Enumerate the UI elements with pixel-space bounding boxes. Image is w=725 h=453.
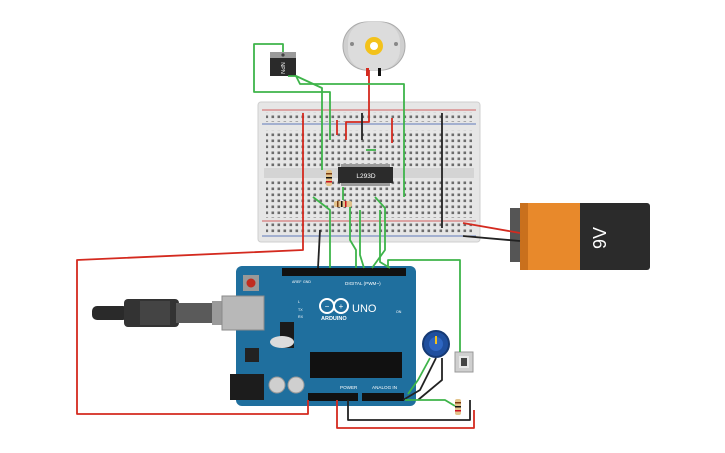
svg-text:+: +: [339, 302, 344, 311]
resistor-2: [334, 201, 352, 207]
digital-header-label: DIGITAL (PWM~): [345, 281, 381, 286]
analog-header-label: ANALOG IN: [372, 385, 397, 390]
resistor-1: [326, 170, 332, 186]
dc-motor: [342, 21, 406, 76]
usb-cable: [92, 299, 238, 327]
aref-label: AREF: [292, 280, 302, 284]
resistor-3: [455, 399, 461, 415]
on-label: ON: [396, 310, 402, 314]
arduino-uno: − + UNO ARDUINO DIGITAL (PWM~) AREF GND …: [221, 266, 416, 406]
svg-text:−: −: [325, 302, 330, 311]
l-label: L: [298, 300, 300, 304]
chip-label: L293D: [356, 173, 375, 180]
tx-label: TX: [298, 308, 303, 312]
arduino-brand: ARDUINO: [321, 316, 347, 322]
power-header-label: POWER: [340, 385, 358, 390]
gnd-label: GND: [303, 280, 311, 284]
rx-label: RX: [298, 315, 304, 319]
potentiometer: [422, 330, 450, 358]
uno-label: UNO: [352, 303, 377, 315]
l293d-chip: L293D: [338, 164, 393, 186]
transistor-label: NPN: [279, 62, 285, 74]
battery-label: 9V: [590, 227, 610, 249]
battery-9v: 9V: [510, 203, 650, 270]
npn-transistor: NPN: [270, 52, 296, 76]
push-button: [454, 351, 474, 373]
breadboard: [257, 101, 481, 243]
wires: [76, 43, 521, 429]
